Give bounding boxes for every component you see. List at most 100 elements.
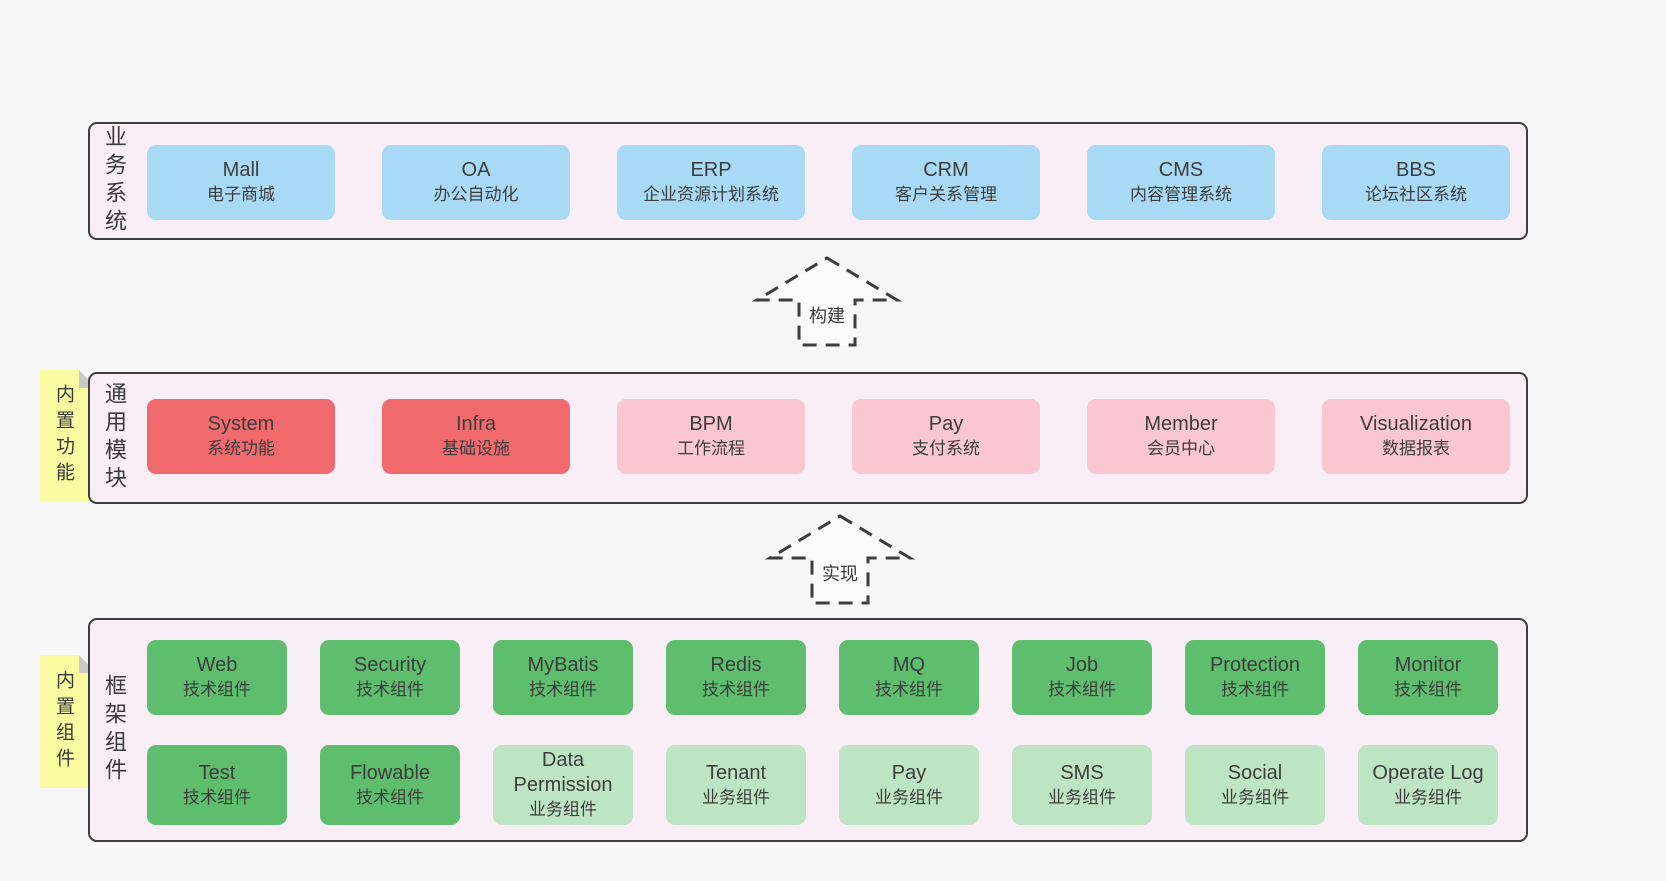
implement-arrow-label: 实现 bbox=[820, 560, 860, 586]
box-subtitle: 技术组件 bbox=[702, 680, 770, 700]
box-title: Visualization bbox=[1360, 413, 1472, 436]
components-box-tenant: Tenant 业务组件 bbox=[666, 745, 806, 825]
components-box-data-permission: Data Permission 业务组件 bbox=[493, 745, 633, 825]
box-title: Infra bbox=[455, 413, 497, 436]
box-subtitle: 技术组件 bbox=[1394, 680, 1462, 700]
box-title: Social bbox=[1227, 761, 1283, 784]
box-title: CRM bbox=[923, 159, 969, 182]
box-title: Tenant bbox=[705, 761, 767, 784]
box-title: Pay bbox=[891, 761, 927, 784]
sticky-note-built-in-components: 内置组件 bbox=[40, 655, 97, 788]
box-subtitle: 业务组件 bbox=[1221, 787, 1289, 807]
sticky-note-label: 内置功能 bbox=[53, 384, 74, 488]
build-arrow: 构建 bbox=[752, 254, 902, 349]
box-subtitle: 技术组件 bbox=[1048, 680, 1116, 700]
business-box-oa: OA 办公自动化 bbox=[382, 145, 570, 220]
box-title: System bbox=[207, 413, 275, 436]
box-title: Protection bbox=[1209, 654, 1301, 677]
box-subtitle: 业务组件 bbox=[1048, 787, 1116, 807]
box-subtitle: 系统功能 bbox=[207, 439, 275, 459]
build-arrow-label: 构建 bbox=[807, 302, 847, 328]
sticky-note-label: 内置组件 bbox=[53, 669, 74, 774]
modules-box-system: System 系统功能 bbox=[147, 399, 335, 474]
box-subtitle: 支付系统 bbox=[912, 439, 980, 459]
business-box-erp: ERP 企业资源计划系统 bbox=[617, 145, 805, 220]
panel-side-label: 通用模块 bbox=[102, 382, 127, 494]
box-title: OA bbox=[461, 159, 491, 182]
components-box-flowable: Flowable 技术组件 bbox=[320, 745, 460, 825]
components-box-mq: MQ 技术组件 bbox=[839, 640, 979, 715]
box-subtitle: 技术组件 bbox=[356, 680, 424, 700]
box-subtitle: 技术组件 bbox=[1221, 680, 1289, 700]
components-box-redis: Redis 技术组件 bbox=[666, 640, 806, 715]
components-box-job: Job 技术组件 bbox=[1012, 640, 1152, 715]
components-box-social: Social 业务组件 bbox=[1185, 745, 1325, 825]
box-title: SMS bbox=[1060, 761, 1104, 784]
box-subtitle: 办公自动化 bbox=[433, 185, 519, 205]
components-box-test: Test 技术组件 bbox=[147, 745, 287, 825]
box-title: BBS bbox=[1395, 159, 1437, 182]
box-subtitle: 企业资源计划系统 bbox=[643, 185, 779, 205]
box-subtitle: 业务组件 bbox=[1394, 787, 1462, 807]
business-box-cms: CMS 内容管理系统 bbox=[1087, 145, 1275, 220]
box-title: Mall bbox=[222, 159, 260, 182]
box-subtitle: 技术组件 bbox=[529, 680, 597, 700]
box-subtitle: 业务组件 bbox=[529, 800, 597, 820]
box-title: Test bbox=[198, 761, 236, 784]
modules-box-infra: Infra 基础设施 bbox=[382, 399, 570, 474]
panel-side-label: 业务系统 bbox=[102, 125, 127, 237]
components-box-monitor: Monitor 技术组件 bbox=[1358, 640, 1498, 715]
box-title: Redis bbox=[710, 654, 762, 677]
box-title: CMS bbox=[1158, 159, 1204, 182]
modules-box-visualization: Visualization 数据报表 bbox=[1322, 399, 1510, 474]
components-box-web: Web 技术组件 bbox=[147, 640, 287, 715]
box-subtitle: 技术组件 bbox=[356, 787, 424, 807]
components-box-mybatis: MyBatis 技术组件 bbox=[493, 640, 633, 715]
components-box-operate-log: Operate Log 业务组件 bbox=[1358, 745, 1498, 825]
box-title: Web bbox=[196, 654, 238, 677]
sticky-note-built-in-features: 内置功能 bbox=[40, 370, 97, 502]
box-title: Monitor bbox=[1394, 654, 1462, 677]
modules-box-member: Member 会员中心 bbox=[1087, 399, 1275, 474]
box-title: Job bbox=[1065, 654, 1099, 677]
box-subtitle: 技术组件 bbox=[183, 787, 251, 807]
box-subtitle: 工作流程 bbox=[677, 439, 745, 459]
box-subtitle: 技术组件 bbox=[183, 680, 251, 700]
box-subtitle: 电子商城 bbox=[207, 185, 275, 205]
box-subtitle: 内容管理系统 bbox=[1130, 185, 1232, 205]
up-block-arrow-icon bbox=[765, 514, 915, 605]
box-title: Flowable bbox=[349, 761, 431, 784]
box-title: Data Permission bbox=[513, 749, 613, 797]
box-subtitle: 论坛社区系统 bbox=[1365, 185, 1467, 205]
components-box-security: Security 技术组件 bbox=[320, 640, 460, 715]
implement-arrow: 实现 bbox=[765, 512, 915, 607]
box-title: MQ bbox=[892, 654, 926, 677]
box-title: Member bbox=[1144, 413, 1218, 436]
box-title: ERP bbox=[690, 159, 732, 182]
box-subtitle: 数据报表 bbox=[1382, 439, 1450, 459]
box-subtitle: 技术组件 bbox=[875, 680, 943, 700]
box-title: MyBatis bbox=[527, 654, 599, 677]
modules-box-bpm: BPM 工作流程 bbox=[617, 399, 805, 474]
business-box-mall: Mall 电子商城 bbox=[147, 145, 335, 220]
box-subtitle: 会员中心 bbox=[1147, 439, 1215, 459]
box-title: Operate Log bbox=[1372, 761, 1484, 784]
components-box-sms: SMS 业务组件 bbox=[1012, 745, 1152, 825]
box-subtitle: 基础设施 bbox=[442, 439, 510, 459]
up-block-arrow-icon bbox=[752, 256, 902, 347]
box-title: BPM bbox=[689, 413, 733, 436]
box-subtitle: 业务组件 bbox=[702, 787, 770, 807]
panel-side-label: 框架组件 bbox=[102, 674, 127, 786]
box-title: Security bbox=[353, 654, 427, 677]
